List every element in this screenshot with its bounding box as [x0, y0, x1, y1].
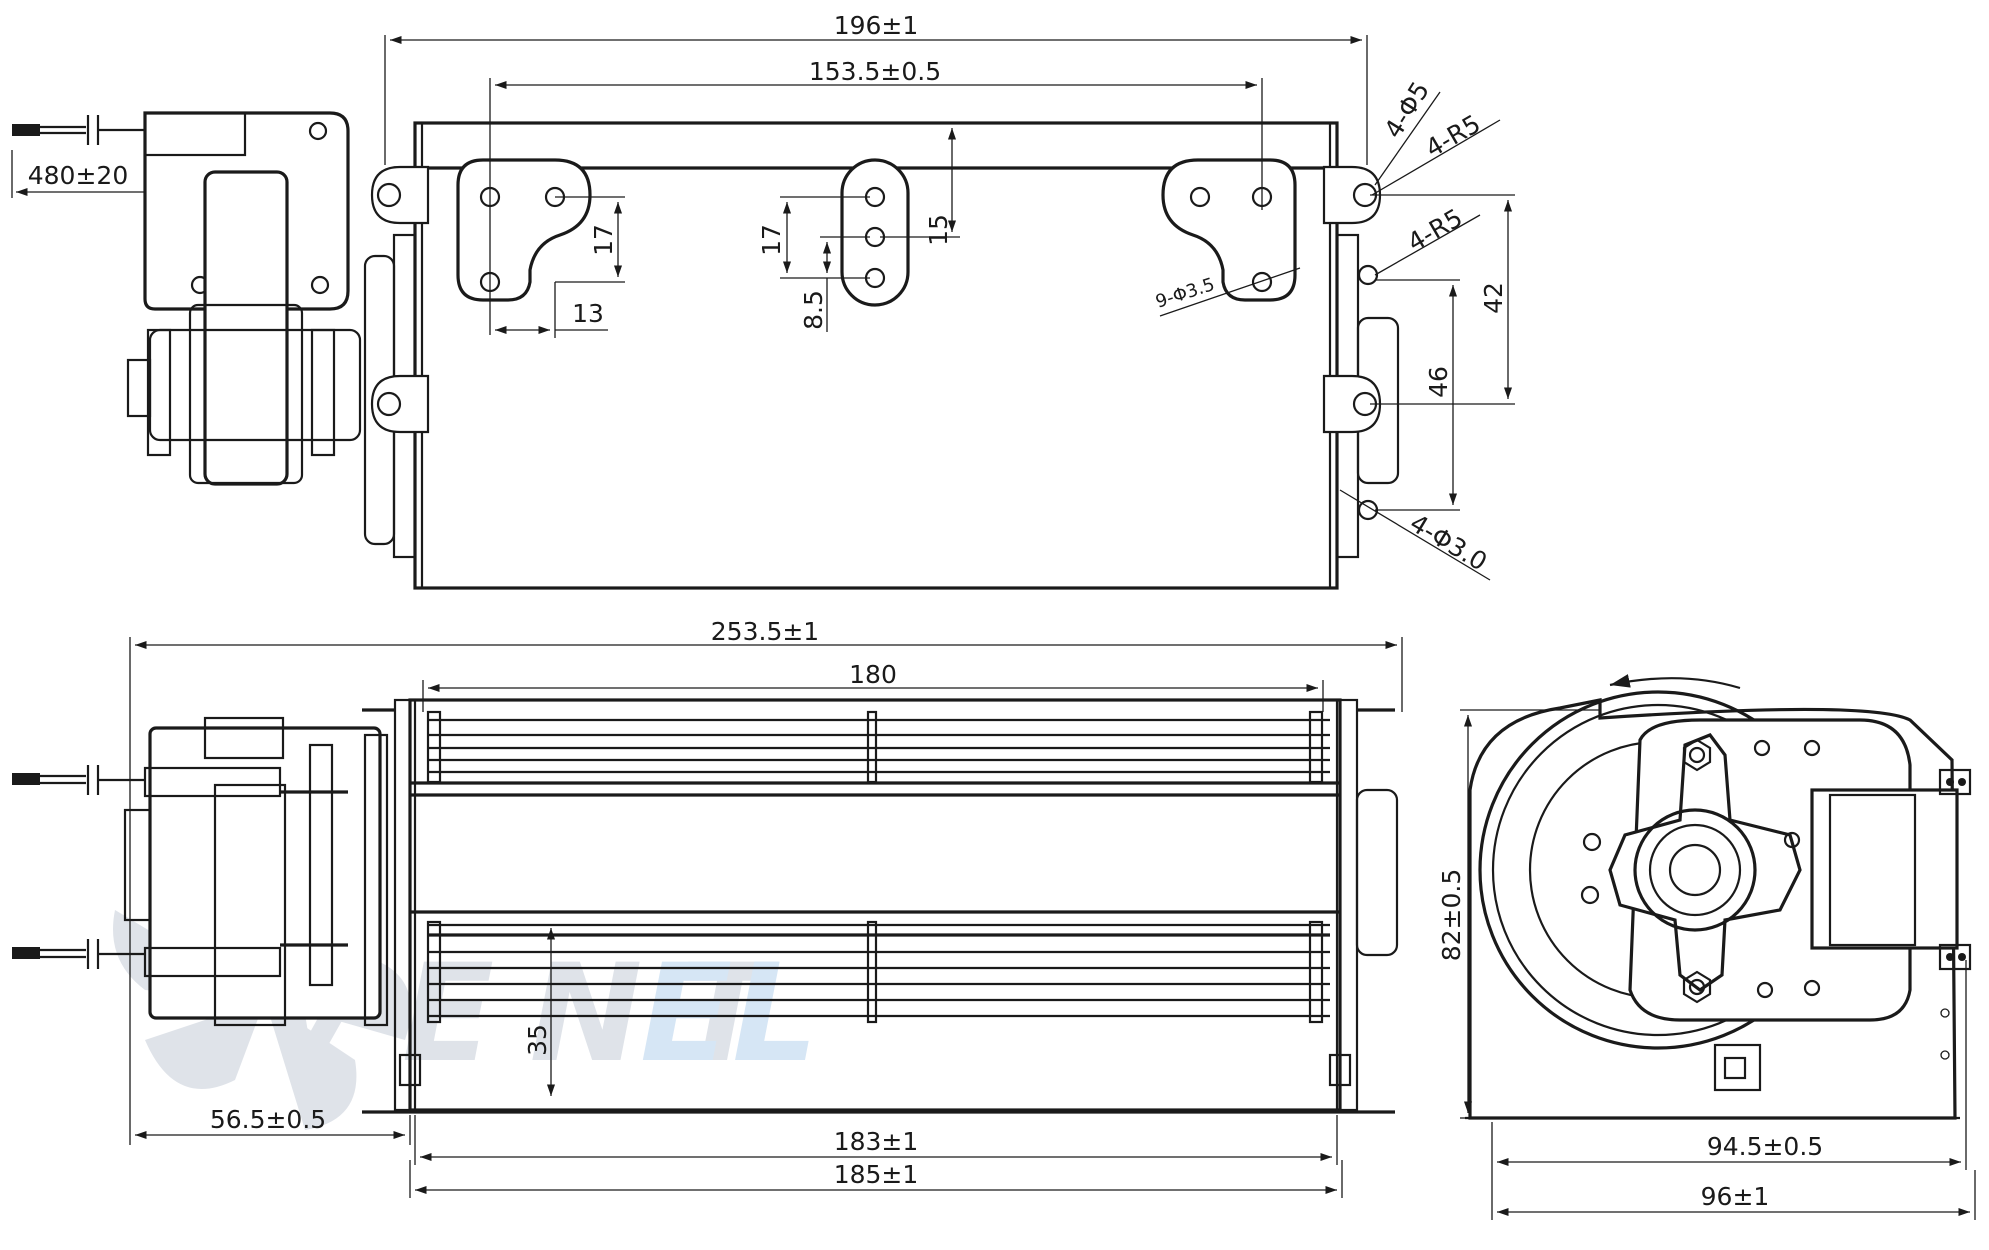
- label-mount-radius-lower: 4-R5: [1403, 203, 1468, 257]
- dim-bracket-height: 17: [589, 224, 618, 256]
- dim-side-depth-inner: 94.5±0.5: [1707, 1132, 1823, 1161]
- dim-185: [409, 1160, 1343, 1198]
- dim-center-bracket-height: 17: [757, 224, 786, 256]
- dim-overall-width: 196±1: [834, 11, 919, 40]
- dim-183: [414, 1115, 1338, 1165]
- bracket-center: [840, 158, 910, 307]
- dim-8.5: [820, 236, 870, 332]
- dim-56.5: [135, 1115, 411, 1145]
- leader-4r5-lower: [1374, 214, 1481, 276]
- leader-9phi3.5: [1159, 267, 1301, 317]
- label-end-holes: 4-Φ3.0: [1405, 508, 1492, 576]
- dim-94.5: [1491, 960, 1967, 1170]
- front-housing: [408, 698, 1342, 1112]
- dim-hole-pitch: 153.5±0.5: [809, 57, 941, 86]
- dim-13: [495, 282, 608, 338]
- dim-bracket-width: 13: [572, 299, 604, 328]
- side-view: 82±0.5 94.5±0.5 96±1: [1437, 674, 1976, 1220]
- dim-motor-offset: 56.5±0.5: [210, 1105, 326, 1134]
- leader-4phi3: [1339, 489, 1491, 581]
- bracket-left: [456, 158, 592, 302]
- dim-42: [1370, 194, 1515, 405]
- dim-overall-length: 253.5±1: [711, 617, 819, 646]
- dim-17-center: [780, 196, 870, 279]
- dim-180: [422, 680, 1324, 712]
- top-view: 196±1 153.5±0.5 480±20 17 13: [11, 11, 1515, 590]
- dim-96: [1491, 1170, 1976, 1220]
- dim-side-hole-pitch: 46: [1424, 366, 1453, 398]
- front-view: 253.5±1 180 35 56.5±0.5 183±1 185±1: [12, 617, 1403, 1198]
- top-motor: [126, 111, 362, 486]
- mount-ears: [370, 165, 1382, 521]
- dim-cable-length: 480±20: [28, 161, 128, 190]
- front-motor: [123, 716, 389, 1027]
- dim-46: [1375, 279, 1460, 511]
- label-mount-holes: 4-Φ5: [1378, 76, 1435, 143]
- rotation-arrow: [1609, 674, 1741, 690]
- dim-153: [489, 78, 1263, 335]
- dim-480: [11, 150, 145, 198]
- front-cables: [12, 765, 145, 969]
- dim-side-height: 82±0.5: [1437, 869, 1466, 962]
- dim-196: [384, 35, 1368, 165]
- leader-4r5-upper: [1371, 119, 1501, 196]
- dim-outlet-height: 35: [523, 1024, 552, 1056]
- dim-top-offset: 15: [924, 214, 953, 246]
- watermark-text-accent: EL: [640, 935, 818, 1092]
- dim-253: [129, 637, 1403, 1145]
- side-housing: [1468, 698, 1957, 1120]
- leader-4phi5: [1374, 91, 1441, 186]
- top-cable: [12, 115, 145, 145]
- dim-15: [880, 127, 960, 238]
- dim-82: [1460, 709, 1600, 1119]
- dim-housing-length-outer: 185±1: [834, 1160, 919, 1189]
- dim-17-left: [555, 196, 625, 283]
- label-mount-radius-upper: 4-R5: [1421, 109, 1486, 163]
- dim-impeller-length: 180: [849, 660, 897, 689]
- dim-side-hole-span: 42: [1479, 282, 1508, 314]
- bracket-right: [1161, 158, 1297, 302]
- dim-housing-length-inner: 183±1: [834, 1127, 919, 1156]
- dim-side-depth-outer: 96±1: [1701, 1182, 1770, 1211]
- dim-center-bracket-offset: 8.5: [799, 290, 828, 330]
- impeller-lower: [426, 920, 1330, 1024]
- impeller-upper: [410, 710, 1340, 785]
